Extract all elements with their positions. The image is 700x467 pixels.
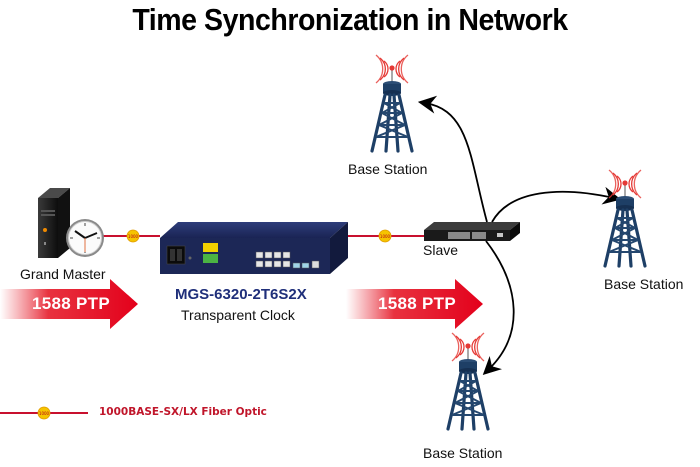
slave-label: Slave [423, 242, 459, 258]
ptp-arrow-1 [0, 279, 138, 329]
base-station-label-bottom: Base Station [423, 445, 503, 461]
switch-icon [160, 222, 348, 274]
svg-text:1000: 1000 [128, 234, 139, 239]
fiber-badge-1: 1000 [126, 229, 140, 243]
cell-tower-icon-bottom [446, 331, 490, 431]
diagram-title: Time Synchronization in Network [132, 2, 568, 37]
base-station-label-top: Base Station [348, 161, 428, 177]
fiber-badge-2: 1000 [378, 229, 392, 243]
cell-tower-icon-right [603, 168, 647, 268]
cell-tower-icon-top [370, 53, 414, 153]
sync-arrow-bottom [482, 240, 515, 375]
server-icon [38, 188, 70, 258]
sync-arrow-top [417, 95, 488, 223]
legend-label: 1000BASE-SX/LX Fiber Optic [99, 406, 267, 418]
rack-switch-icon [424, 222, 520, 241]
legend-line: 1000 [0, 406, 88, 420]
switch-model-label: MGS-6320-2T6S2X [175, 286, 307, 303]
ptp-arrow-2 [346, 279, 483, 329]
svg-text:1000: 1000 [39, 411, 50, 416]
ptp-label-2: 1588 PTP [378, 294, 457, 313]
svg-text:1000: 1000 [380, 234, 391, 239]
transparent-clock-label: Transparent Clock [181, 307, 295, 323]
sync-arrow-right [491, 186, 622, 223]
base-station-label-right: Base Station [604, 276, 684, 292]
clock-icon [66, 219, 104, 257]
grand-master-label: Grand Master [20, 266, 106, 282]
ptp-label-1: 1588 PTP [32, 294, 111, 313]
